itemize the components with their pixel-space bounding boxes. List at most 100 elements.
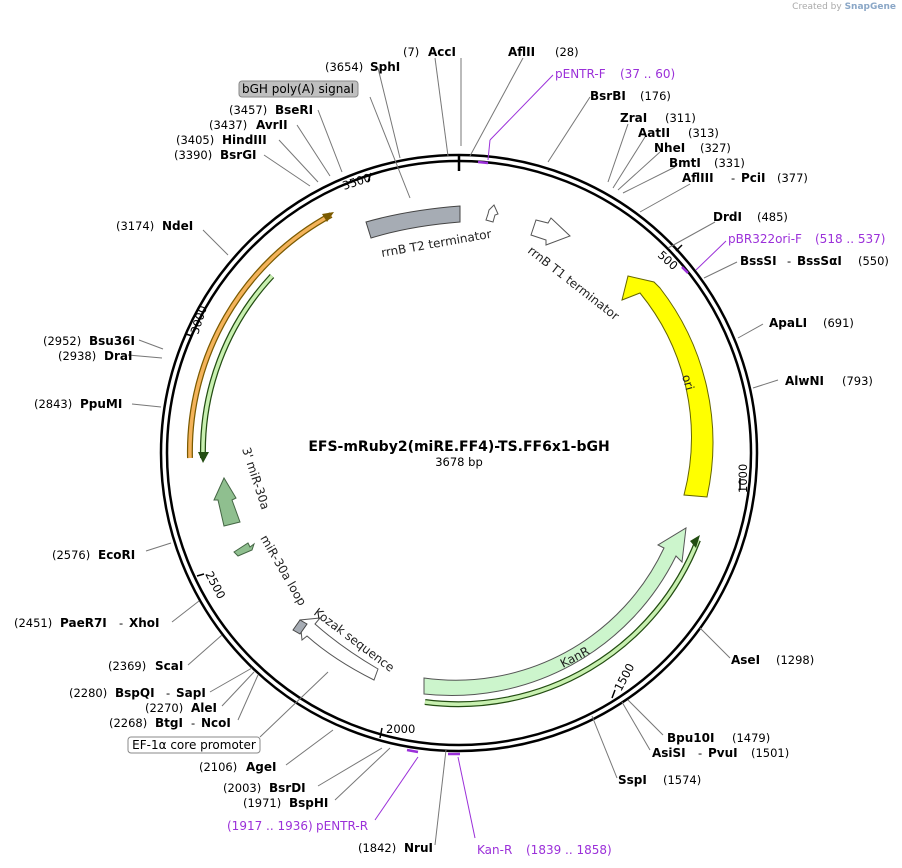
site-bsphi-name: BspHI — [289, 796, 328, 810]
snapgene-brand: SnapGene — [844, 2, 896, 12]
orange-feature-arc-fill — [188, 213, 332, 459]
mir30a-loop-feature — [233, 542, 255, 557]
site-avrii-name: AvrII — [256, 118, 288, 132]
primer-mark-pentr-r — [406, 748, 419, 754]
site-accl-pos: (7) — [403, 45, 419, 59]
site-ncoi-name: NcoI — [201, 716, 231, 730]
site-avrii-pos: (3437) — [209, 118, 247, 132]
site-paer7i-pos: (2451) — [14, 616, 52, 630]
site-alwni-name: AlwNI — [785, 374, 824, 388]
bgh-leader — [369, 96, 411, 199]
site-paer7i-dash: - — [119, 616, 123, 630]
site-pvui-name: PvuI — [708, 746, 738, 760]
site-ppumi-name: PpuMI — [80, 397, 122, 411]
site-asisi-name: AsiSI — [652, 746, 686, 760]
site-bsrdi-name: BsrDI — [269, 781, 306, 795]
primer-pentr-f-range: (37 .. 60) — [620, 67, 675, 81]
site-sphi-name: SphI — [370, 60, 400, 74]
efs-box — [127, 736, 261, 754]
site-asisi-dash: - — [698, 746, 702, 760]
site-bpu10i-pos: (1479) — [732, 731, 770, 745]
site-sspi-name: SspI — [618, 773, 647, 787]
site-btgi-name: BtgI — [155, 716, 183, 730]
site-bsrdi-pos: (2003) — [223, 781, 261, 795]
site-btgi-pos: (2268) — [109, 716, 147, 730]
site-leaders — [127, 57, 779, 846]
primer-pentr-r-range: (1917 .. 1936) — [227, 819, 313, 833]
site-asei-name: AseI — [731, 653, 760, 667]
site-nrui-pos: (1842) — [358, 841, 396, 855]
tick-label-2500: 2500 — [202, 569, 228, 601]
site-asei-pos: (1298) — [776, 653, 814, 667]
primer-mark-pbr322 — [681, 266, 689, 274]
green-arrowhead-left — [198, 452, 209, 463]
site-asisi-pos: (1501) — [751, 746, 789, 760]
site-nhei-pos: (327) — [700, 141, 731, 155]
site-drai-pos: (2938) — [58, 349, 96, 363]
site-bsrgi-pos: (3390) — [174, 148, 212, 162]
site-ndei-name: NdeI — [162, 219, 193, 233]
site-bmti-name: BmtI — [669, 156, 701, 170]
mir30a-3prime-feature — [213, 476, 241, 527]
site-bseri-name: BseRI — [275, 103, 313, 117]
small-gray-block — [292, 619, 308, 635]
site-aflii-pos: (28) — [555, 45, 579, 59]
site-bsrbi-name: BsrBI — [590, 89, 626, 103]
plasmid-title: EFS-mRuby2(miRE.FF4)-TS.FF6x1-bGH — [308, 439, 609, 455]
site-alwni-pos: (793) — [842, 374, 873, 388]
site-drdi-name: DrdI — [713, 210, 742, 224]
site-aatii-name: AatII — [638, 126, 670, 140]
green-feature-arc-fill — [201, 274, 274, 459]
site-ecori-pos: (2576) — [52, 548, 90, 562]
site-hindiii-name: HindIII — [222, 133, 267, 147]
kanr-feature — [423, 527, 687, 697]
site-pcii-name: PciI — [741, 171, 766, 185]
site-bsssai-name: BssSαI — [797, 254, 842, 268]
kanr-outer-arrowhead — [690, 535, 700, 548]
site-agei-name: AgeI — [246, 760, 276, 774]
site-apali-name: ApaLI — [769, 316, 807, 330]
efs-leader — [259, 671, 329, 738]
site-acci-name: AccI — [428, 45, 456, 59]
site-paer7i-name: PaeR7I — [60, 616, 107, 630]
site-afliii-dash: - — [731, 171, 735, 185]
label-ori: ori — [679, 373, 697, 392]
primer-leaders — [374, 74, 727, 839]
credit-prefix: Created by — [792, 2, 842, 12]
rrnb-t2-feature — [365, 205, 461, 239]
label-mir30a-3prime: 3' miR-30a — [239, 446, 272, 512]
site-afliii-name: AflIII — [682, 171, 714, 185]
snapgene-credit: Created by SnapGene — [792, 2, 896, 12]
primer-mark-pentr-f — [477, 160, 489, 165]
site-hindiii-pos: (3405) — [176, 133, 214, 147]
orange-arrowhead — [322, 212, 334, 222]
site-agei-pos: (2106) — [199, 760, 237, 774]
site-aatii-pos: (313) — [688, 126, 719, 140]
primer-kan-r-name: Kan-R — [477, 843, 512, 857]
site-drai-name: DraI — [104, 349, 132, 363]
tick-label-2000: 2000 — [386, 722, 415, 736]
orange-feature-arc — [186, 212, 333, 459]
site-scai-name: ScaI — [155, 659, 183, 673]
kanr-outer-arc-fill — [424, 539, 700, 706]
site-bsu36i-pos: (2952) — [43, 334, 81, 348]
plasmid-length: 3678 bp — [435, 455, 483, 469]
site-bsssi-name: BssSI — [740, 254, 777, 268]
primer-pentr-r-name: pENTR-R — [316, 819, 368, 833]
site-drdi-pos: (485) — [757, 210, 788, 224]
tick-label-3500: 3500 — [341, 170, 373, 192]
site-bspqi-name: BspQI — [115, 686, 155, 700]
site-alei-pos: (2270) — [145, 701, 183, 715]
site-ndei-pos: (3174) — [116, 219, 154, 233]
primer-pbr322ori-f-range: (518 .. 537) — [815, 232, 885, 246]
site-bspqi-dash: - — [166, 686, 170, 700]
site-bsrbi-pos: (176) — [640, 89, 671, 103]
label-mir30a-loop: miR-30a loop — [257, 533, 309, 609]
site-scai-pos: (2369) — [108, 659, 146, 673]
site-btgi-dash: - — [191, 716, 195, 730]
tick-label-1000: 1000 — [736, 464, 750, 493]
site-afliii-pos: (377) — [777, 171, 808, 185]
label-rrnb-t1: rrnB T1 terminator — [525, 243, 622, 323]
site-ppumi-pos: (2843) — [34, 397, 72, 411]
